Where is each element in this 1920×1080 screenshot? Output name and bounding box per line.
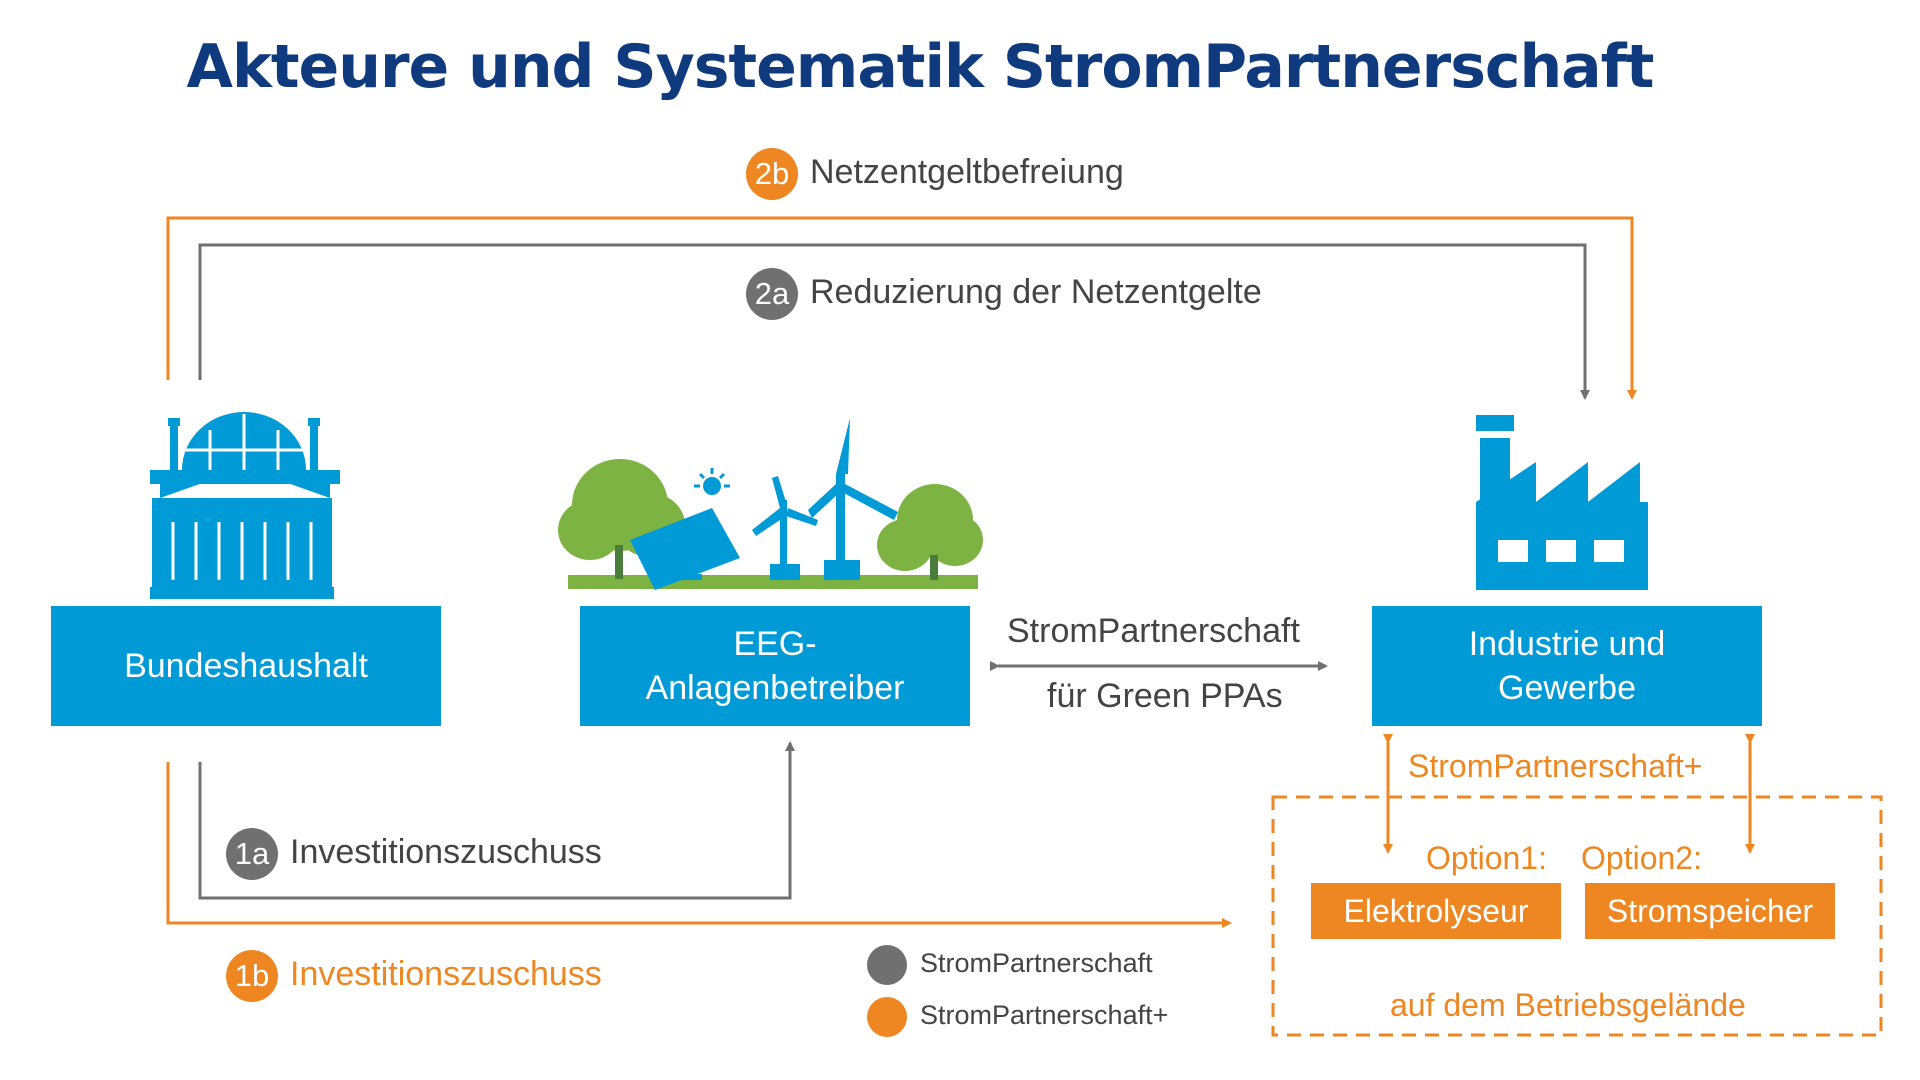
page-title: Akteure und Systematik StromPartnerschaf… [186,32,1655,102]
flow-2b-label: 2b Netzentgeltbefreiung [746,148,1124,200]
option1-elektrolyseur: Elektrolyseur [1311,883,1561,939]
partnership-line1: StromPartnerschaft [1007,612,1300,650]
flow-1a-badge: 1a [226,828,278,880]
flow-2a-label: 2a Reduzierung der Netzentgelte [746,268,1262,320]
legend-dot-strompartnerschaft [867,945,907,985]
flow-2a-badge: 2a [746,268,798,320]
flow-1b-badge: 1b [226,950,278,1002]
flow-1b-text: Investitionszuschuss [290,954,602,993]
actor-eeg-anlagenbetreiber: EEG- Anlagenbetreiber [580,606,970,726]
actor-bundeshaushalt: Bundeshaushalt [51,606,441,726]
option-frame [1271,795,1883,1037]
actor-industrie-gewerbe: Industrie und Gewerbe [1372,606,1762,726]
flow-2a-text: Reduzierung der Netzentgelte [810,272,1262,311]
legend-label-strompartnerschaft: StromPartnerschaft [920,948,1153,978]
legend-dot-strompartnerschaft-plus [867,997,907,1037]
option2-box-label: Stromspeicher [1606,892,1814,929]
flow-2b-badge: 2b [746,148,798,200]
option-footer: auf dem Betriebsgelände [1390,987,1746,1023]
actor-eeg-label: EEG- Anlagenbetreiber [645,625,905,707]
option2-stromspeicher: Stromspeicher [1585,883,1835,939]
option2-label: Option2: [1581,840,1702,876]
flow-2a-line [198,243,1590,400]
flow-1b-label: 1b Investitionszuschuss [226,950,602,1002]
flow-2b-text: Netzentgeltbefreiung [810,152,1124,191]
actor-industrie-label: Industrie und Gewerbe [1468,625,1666,707]
flow-1a-line [198,741,795,900]
plus-label: StromPartnerschaft+ [1408,748,1703,784]
flow-1a-text: Investitionszuschuss [290,832,602,871]
actor-bundeshaushalt-label: Bundeshaushalt [124,647,368,685]
flow-1a-label: 1a Investitionszuschuss [226,828,602,880]
flow-1b-line [166,762,1232,928]
option1-box-label: Elektrolyseur [1343,892,1529,929]
option1-label: Option1: [1426,840,1547,876]
legend-label-strompartnerschaft-plus: StromPartnerschaft+ [920,1000,1169,1030]
flow-2b-line [166,216,1637,400]
partnership-line2: für Green PPAs [1047,677,1283,715]
